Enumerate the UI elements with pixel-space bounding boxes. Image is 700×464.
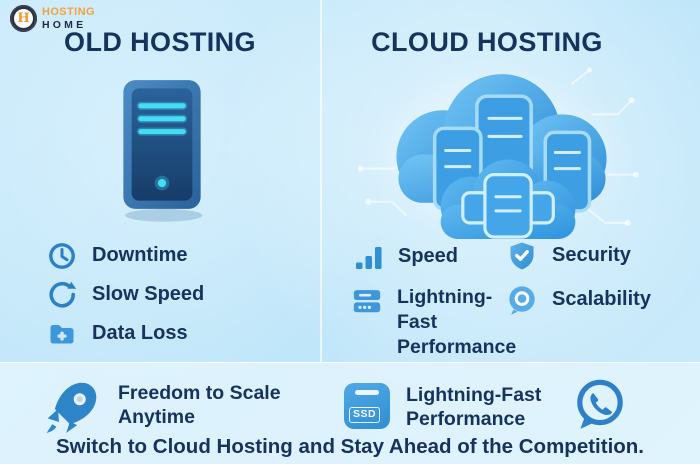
tagline: Switch to Cloud Hosting and Stay Ahead o…	[55, 435, 645, 458]
old-hosting-item-downtime: Downtime	[46, 240, 188, 272]
whatsapp-icon[interactable]	[570, 373, 630, 435]
shield-check-icon	[506, 240, 538, 272]
folder-plus-icon	[46, 318, 78, 350]
ssd-icon: SSD	[344, 383, 390, 429]
item-label: Slow Speed	[92, 283, 205, 305]
brand-name-home: HOME	[42, 18, 87, 31]
clock-icon	[46, 240, 78, 272]
small-server-lines	[494, 195, 522, 213]
rocket-icon	[46, 382, 97, 433]
ssd-icon-bar	[355, 390, 379, 395]
small-cloud-server	[461, 173, 555, 239]
brand-logo[interactable]: H HOSTING HOME	[10, 5, 95, 32]
feature-label: Freedom to Scale Anytime	[118, 382, 281, 428]
gear-logo-icon: H	[10, 5, 37, 32]
column-divider	[320, 0, 322, 362]
item-label: Scalability	[552, 288, 651, 310]
cloud-item-performance: Lightning-Fast Performance	[351, 285, 529, 360]
old-server-illustration	[123, 80, 203, 222]
item-label: Speed	[398, 245, 459, 267]
cloud-item-scalability: Scalability	[506, 284, 651, 316]
bottom-benefits-bar: Freedom to Scale Anytime SSD Lightning-F…	[0, 362, 700, 464]
item-label: Data Loss	[92, 322, 188, 344]
old-hosting-item-data-loss: Data Loss	[46, 318, 188, 350]
ssd-icon-text: SSD	[349, 407, 381, 423]
circuit-dots	[358, 67, 639, 226]
old-hosting-title: OLD HOSTING	[64, 27, 256, 57]
server-stack-icon	[351, 285, 383, 317]
cloud-servers-illustration	[358, 67, 639, 242]
cloud-hosting-title: CLOUD HOSTING	[371, 27, 603, 57]
brand-name-hosting: HOSTING	[42, 5, 95, 18]
cloud-item-speed: Speed	[352, 241, 458, 273]
item-label: Security	[552, 244, 631, 266]
bar-chart-icon	[352, 241, 384, 273]
old-hosting-item-slow-speed: Slow Speed	[46, 279, 204, 311]
item-label: Downtime	[92, 244, 188, 266]
feature-scale-anytime: Freedom to Scale Anytime	[44, 377, 303, 435]
chat-circle-icon	[506, 284, 538, 316]
feature-label: Lightning-Fast Performance	[406, 384, 542, 430]
brand-name: HOSTING HOME	[42, 5, 95, 31]
logo-letter: H	[14, 9, 33, 28]
refresh-icon	[46, 279, 78, 311]
item-label: Lightning-Fast Performance	[397, 286, 517, 358]
feature-ssd-performance: SSD Lightning-Fast Performance	[344, 383, 571, 431]
cloud-item-security: Security	[506, 240, 631, 272]
